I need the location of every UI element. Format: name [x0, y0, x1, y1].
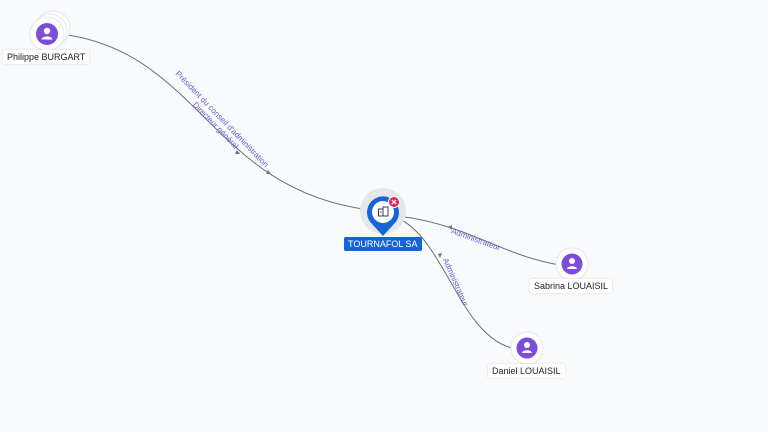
- person-icon: [522, 342, 532, 353]
- edge-label-sabrina: Administrateur: [450, 226, 502, 252]
- edge-arrow-philippe: [235, 150, 240, 154]
- person-icon: [567, 258, 577, 269]
- edge-label-daniel: Administrateur: [441, 257, 470, 308]
- close-icon[interactable]: [388, 196, 400, 208]
- building-icon: [378, 206, 389, 217]
- node-label-sabrina[interactable]: Sabrina LOUAISIL: [530, 279, 613, 293]
- node-label-daniel[interactable]: Daniel LOUAISIL: [488, 364, 565, 378]
- node-label-company[interactable]: TOURNAFOL SA: [344, 237, 422, 251]
- node-company[interactable]: [360, 188, 406, 236]
- edge-arrow-sabrina: [448, 225, 452, 230]
- node-daniel[interactable]: [510, 331, 544, 365]
- person-icon: [41, 27, 53, 40]
- node-philippe[interactable]: [29, 10, 71, 52]
- edge-arrow-philippe-2: [266, 170, 271, 174]
- node-label-philippe[interactable]: Philippe BURGART: [3, 50, 90, 64]
- node-sabrina[interactable]: [555, 247, 589, 281]
- edge-label-role-president: Président du conseil d'administration: [174, 69, 271, 169]
- edge-arrow-daniel: [438, 253, 442, 258]
